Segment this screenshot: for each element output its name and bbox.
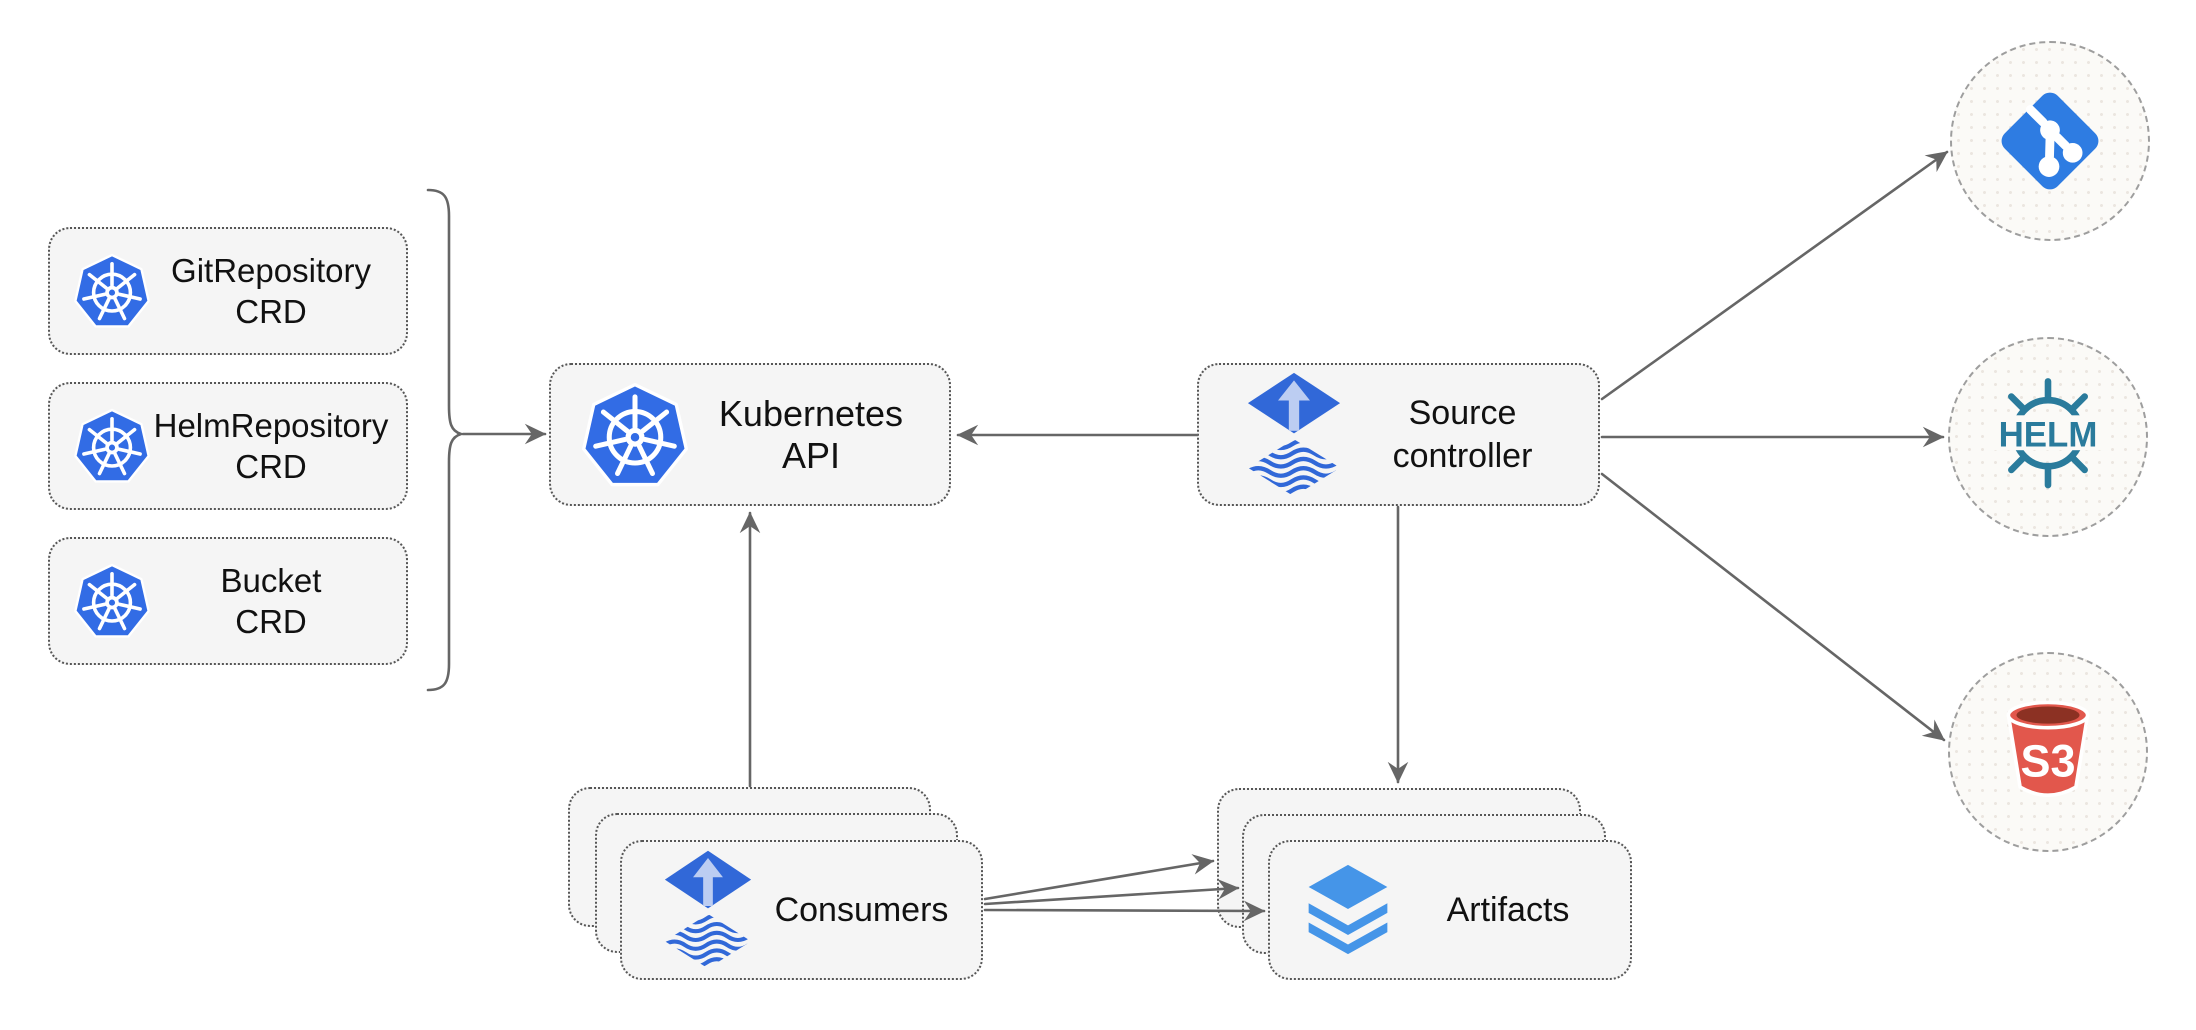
node-source-controller: Source controller xyxy=(1197,363,1600,506)
node-artifacts: Artifacts xyxy=(1268,840,1632,980)
helm-icon: HELM xyxy=(1987,378,2109,489)
git-icon xyxy=(2001,92,2099,190)
edge-consumers-to-artifacts-1 xyxy=(983,854,1215,901)
edge-consumers-to-artifacts-2 xyxy=(983,879,1240,906)
s3-icon: S3 xyxy=(2006,700,2090,797)
flux-icon xyxy=(664,850,752,969)
node-gitrepository-crd: GitRepository CRD xyxy=(48,227,408,355)
edge-source-to-s3 xyxy=(1600,472,1946,742)
node-label: Bucket CRD xyxy=(220,562,322,640)
kubernetes-icon xyxy=(582,382,688,486)
node-label: Consumers xyxy=(774,890,949,929)
node-helm: HELM xyxy=(1948,337,2148,537)
node-label: HelmRepository CRD xyxy=(153,407,389,485)
node-label: GitRepository CRD xyxy=(171,252,371,330)
node-label: Kubernetes API xyxy=(718,392,904,476)
helm-label: HELM xyxy=(1999,415,2098,454)
node-kubernetes-api: Kubernetes API xyxy=(549,363,951,506)
node-label: Source controller xyxy=(1392,393,1533,475)
node-s3: S3 xyxy=(1948,652,2148,852)
edge-source-to-git xyxy=(1600,150,1949,401)
crd-group-brace xyxy=(426,188,466,692)
node-bucket-crd: Bucket CRD xyxy=(48,537,408,665)
flux-icon xyxy=(1247,372,1341,496)
s3-label: S3 xyxy=(2020,735,2075,786)
kubernetes-icon xyxy=(74,563,150,638)
node-label: Artifacts xyxy=(1446,890,1570,929)
node-helmrepository-crd: HelmRepository CRD xyxy=(48,382,408,510)
kubernetes-icon xyxy=(74,408,150,483)
kubernetes-icon xyxy=(74,253,150,328)
node-git xyxy=(1950,41,2150,241)
node-consumers: Consumers xyxy=(620,840,983,980)
layers-icon xyxy=(1308,864,1388,955)
